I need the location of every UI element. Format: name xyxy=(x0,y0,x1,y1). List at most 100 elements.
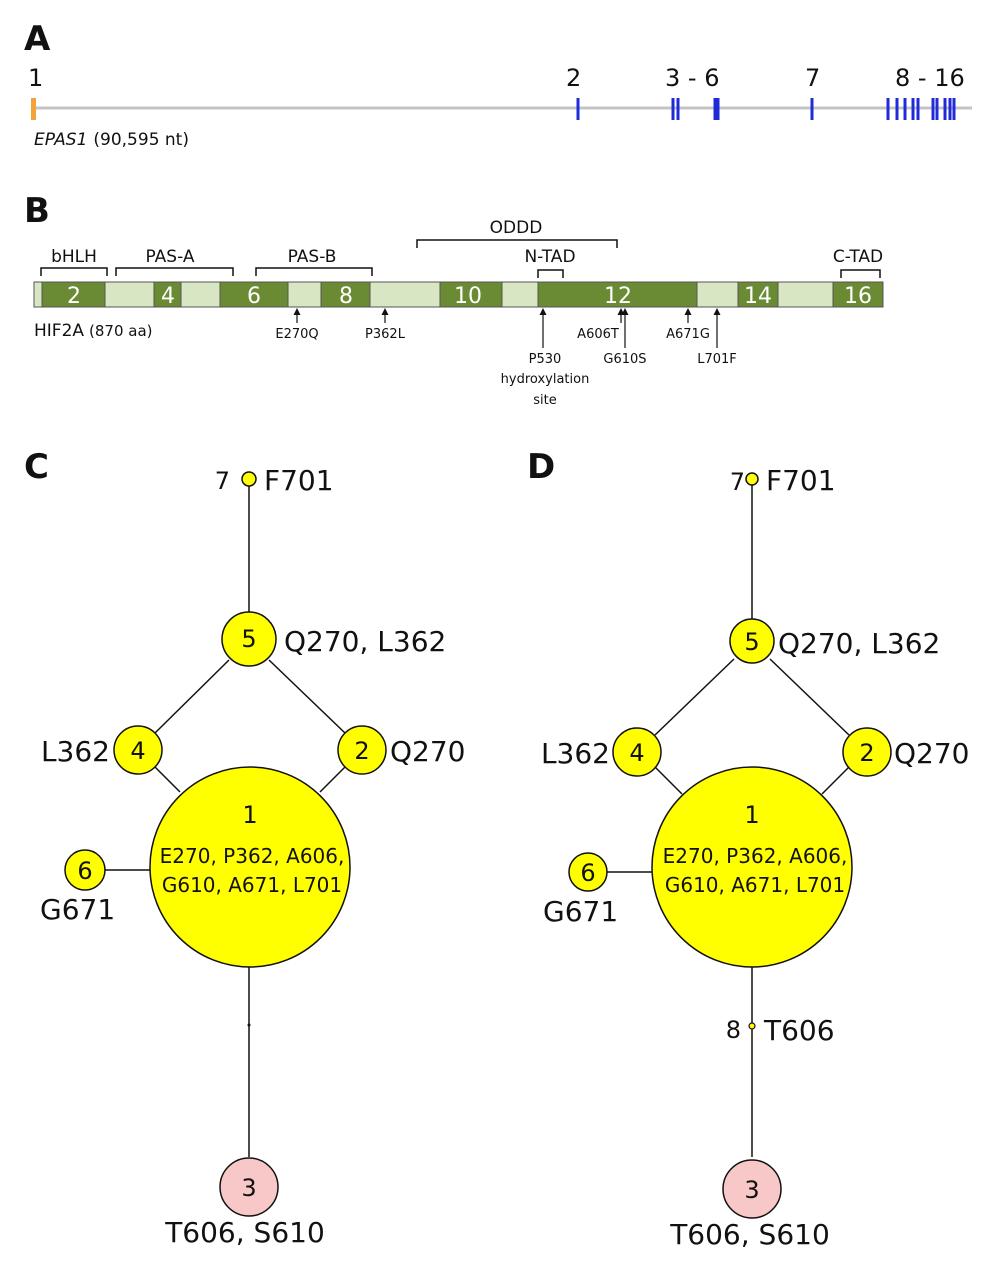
segment-15 xyxy=(777,281,834,308)
node-3 xyxy=(722,1159,782,1219)
node-8-label: T606 xyxy=(763,1014,835,1047)
node-8 xyxy=(748,1022,756,1030)
node-6-label: G671 xyxy=(40,893,115,926)
edge-5-2 xyxy=(769,658,850,736)
segment-13 xyxy=(696,281,739,308)
segment-label-10: 10 xyxy=(454,284,482,309)
segment-16 xyxy=(832,281,884,308)
exon-mark-4 xyxy=(676,98,680,120)
node-5-label: Q270, L362 xyxy=(778,627,940,660)
segment-11 xyxy=(501,281,539,308)
node-1 xyxy=(149,766,351,968)
exon-mark-7 xyxy=(810,98,814,120)
segment-8 xyxy=(320,281,371,308)
edge-5-4 xyxy=(654,658,735,736)
node-8-num: 8 xyxy=(726,1016,741,1044)
mutation-p362l: P362L xyxy=(365,327,406,342)
mutation-arrowheads xyxy=(293,308,721,315)
segment-1 xyxy=(33,281,43,308)
mutation-p530-line3: site xyxy=(533,393,556,408)
node-7-label: F701 xyxy=(766,464,836,497)
exon-label-1: 1 xyxy=(28,64,43,92)
domain-label-pas-a: PAS-A xyxy=(146,247,195,267)
node-3-num: 3 xyxy=(241,1174,256,1202)
domain-label-pas-b: PAS-B xyxy=(288,247,337,267)
node-2-num: 2 xyxy=(859,739,874,767)
domain-label-n-tad: N-TAD xyxy=(524,247,575,267)
segment-label-4: 4 xyxy=(161,284,175,309)
domain-brackets xyxy=(40,239,881,278)
node-5-label: Q270, L362 xyxy=(284,625,446,658)
node-7 xyxy=(241,471,257,487)
node-1-label-line2: G610, A671, L701 xyxy=(665,873,845,897)
segment-label-12: 12 xyxy=(604,284,632,309)
segment-label-6: 6 xyxy=(247,284,261,309)
segment-12 xyxy=(537,281,698,308)
node-6 xyxy=(568,852,608,892)
node-2-label: Q270 xyxy=(894,737,969,770)
node-7-num: 7 xyxy=(730,468,745,496)
node-4-label: L362 xyxy=(41,735,110,768)
mutation-p530-line2: hydroxylation xyxy=(501,372,590,387)
panel-b-label: B xyxy=(24,191,50,231)
exon-mark-2 xyxy=(576,98,580,120)
gene-size: (90,595 nt) xyxy=(93,130,189,150)
node-3-label: T606, S610 xyxy=(669,1218,830,1251)
exon-marks xyxy=(576,98,956,120)
exon-label-8-16: 8 - 16 xyxy=(895,64,965,92)
node-3-num: 3 xyxy=(744,1176,759,1204)
protein-name: HIF2A xyxy=(34,321,84,341)
panel-b: B 2 4 6 8 10 12 14 16 xyxy=(24,191,884,408)
network-d-edges xyxy=(607,479,850,1157)
exon-mark-17 xyxy=(952,98,956,120)
node-6-num: 6 xyxy=(77,857,92,885)
node-2-label: Q270 xyxy=(390,735,465,768)
exon-mark-3 xyxy=(671,98,675,120)
node-7-label: F701 xyxy=(264,464,334,497)
bracket-c-tad xyxy=(840,269,881,278)
network-c-edges xyxy=(105,479,346,1157)
panel-a-label: A xyxy=(24,19,51,59)
exon-mark-9 xyxy=(895,98,899,120)
segment-14 xyxy=(737,281,779,308)
edge-5-4 xyxy=(154,659,230,734)
node-4-num: 4 xyxy=(130,737,145,765)
panel-c: C 7 F701 5 Q270, L362 4 L362 2 Q270 1 E2… xyxy=(24,447,465,1249)
mutation-arrows xyxy=(296,310,718,348)
panel-d-label: D xyxy=(527,447,555,487)
domain-label-oddd: ODDD xyxy=(490,218,543,238)
mutation-l701f: L701F xyxy=(697,352,737,367)
segment-label-8: 8 xyxy=(339,284,353,309)
exon-mark-14 xyxy=(935,98,939,120)
exon-mark-6 xyxy=(716,98,720,120)
node-7-num: 7 xyxy=(215,467,230,495)
node-3-label: T606, S610 xyxy=(164,1216,325,1249)
panel-d: D 7 F701 5 Q270, L362 4 L362 2 Q270 1 E2… xyxy=(527,447,969,1251)
exon-mark-10 xyxy=(903,98,907,120)
node-2 xyxy=(842,727,892,777)
segment-5 xyxy=(180,281,221,308)
edge-4-1 xyxy=(654,766,683,795)
exon-mark-13 xyxy=(931,98,935,120)
node-6-num: 6 xyxy=(580,859,595,887)
exon-mark-8 xyxy=(886,98,890,120)
gene-name: EPAS1 xyxy=(34,130,87,150)
node-4-label: L362 xyxy=(541,737,610,770)
node-1 xyxy=(651,766,853,968)
median-vector-c xyxy=(247,1023,251,1027)
segment-3 xyxy=(104,281,155,308)
node-7 xyxy=(745,472,759,486)
bracket-bhlh xyxy=(40,267,108,276)
mutation-e270q: E270Q xyxy=(275,327,318,342)
exon-label-7: 7 xyxy=(805,64,820,92)
exon-mark-15 xyxy=(943,98,947,120)
segment-9 xyxy=(369,281,441,308)
node-1-label-line1: E270, P362, A606, xyxy=(663,844,848,868)
segment-7 xyxy=(287,281,322,308)
edge-2-1 xyxy=(821,766,850,795)
edge-4-1 xyxy=(154,766,181,793)
exon-1-mark xyxy=(31,98,36,120)
node-6-label: G671 xyxy=(543,895,618,928)
mutation-g610s: G610S xyxy=(603,352,646,367)
